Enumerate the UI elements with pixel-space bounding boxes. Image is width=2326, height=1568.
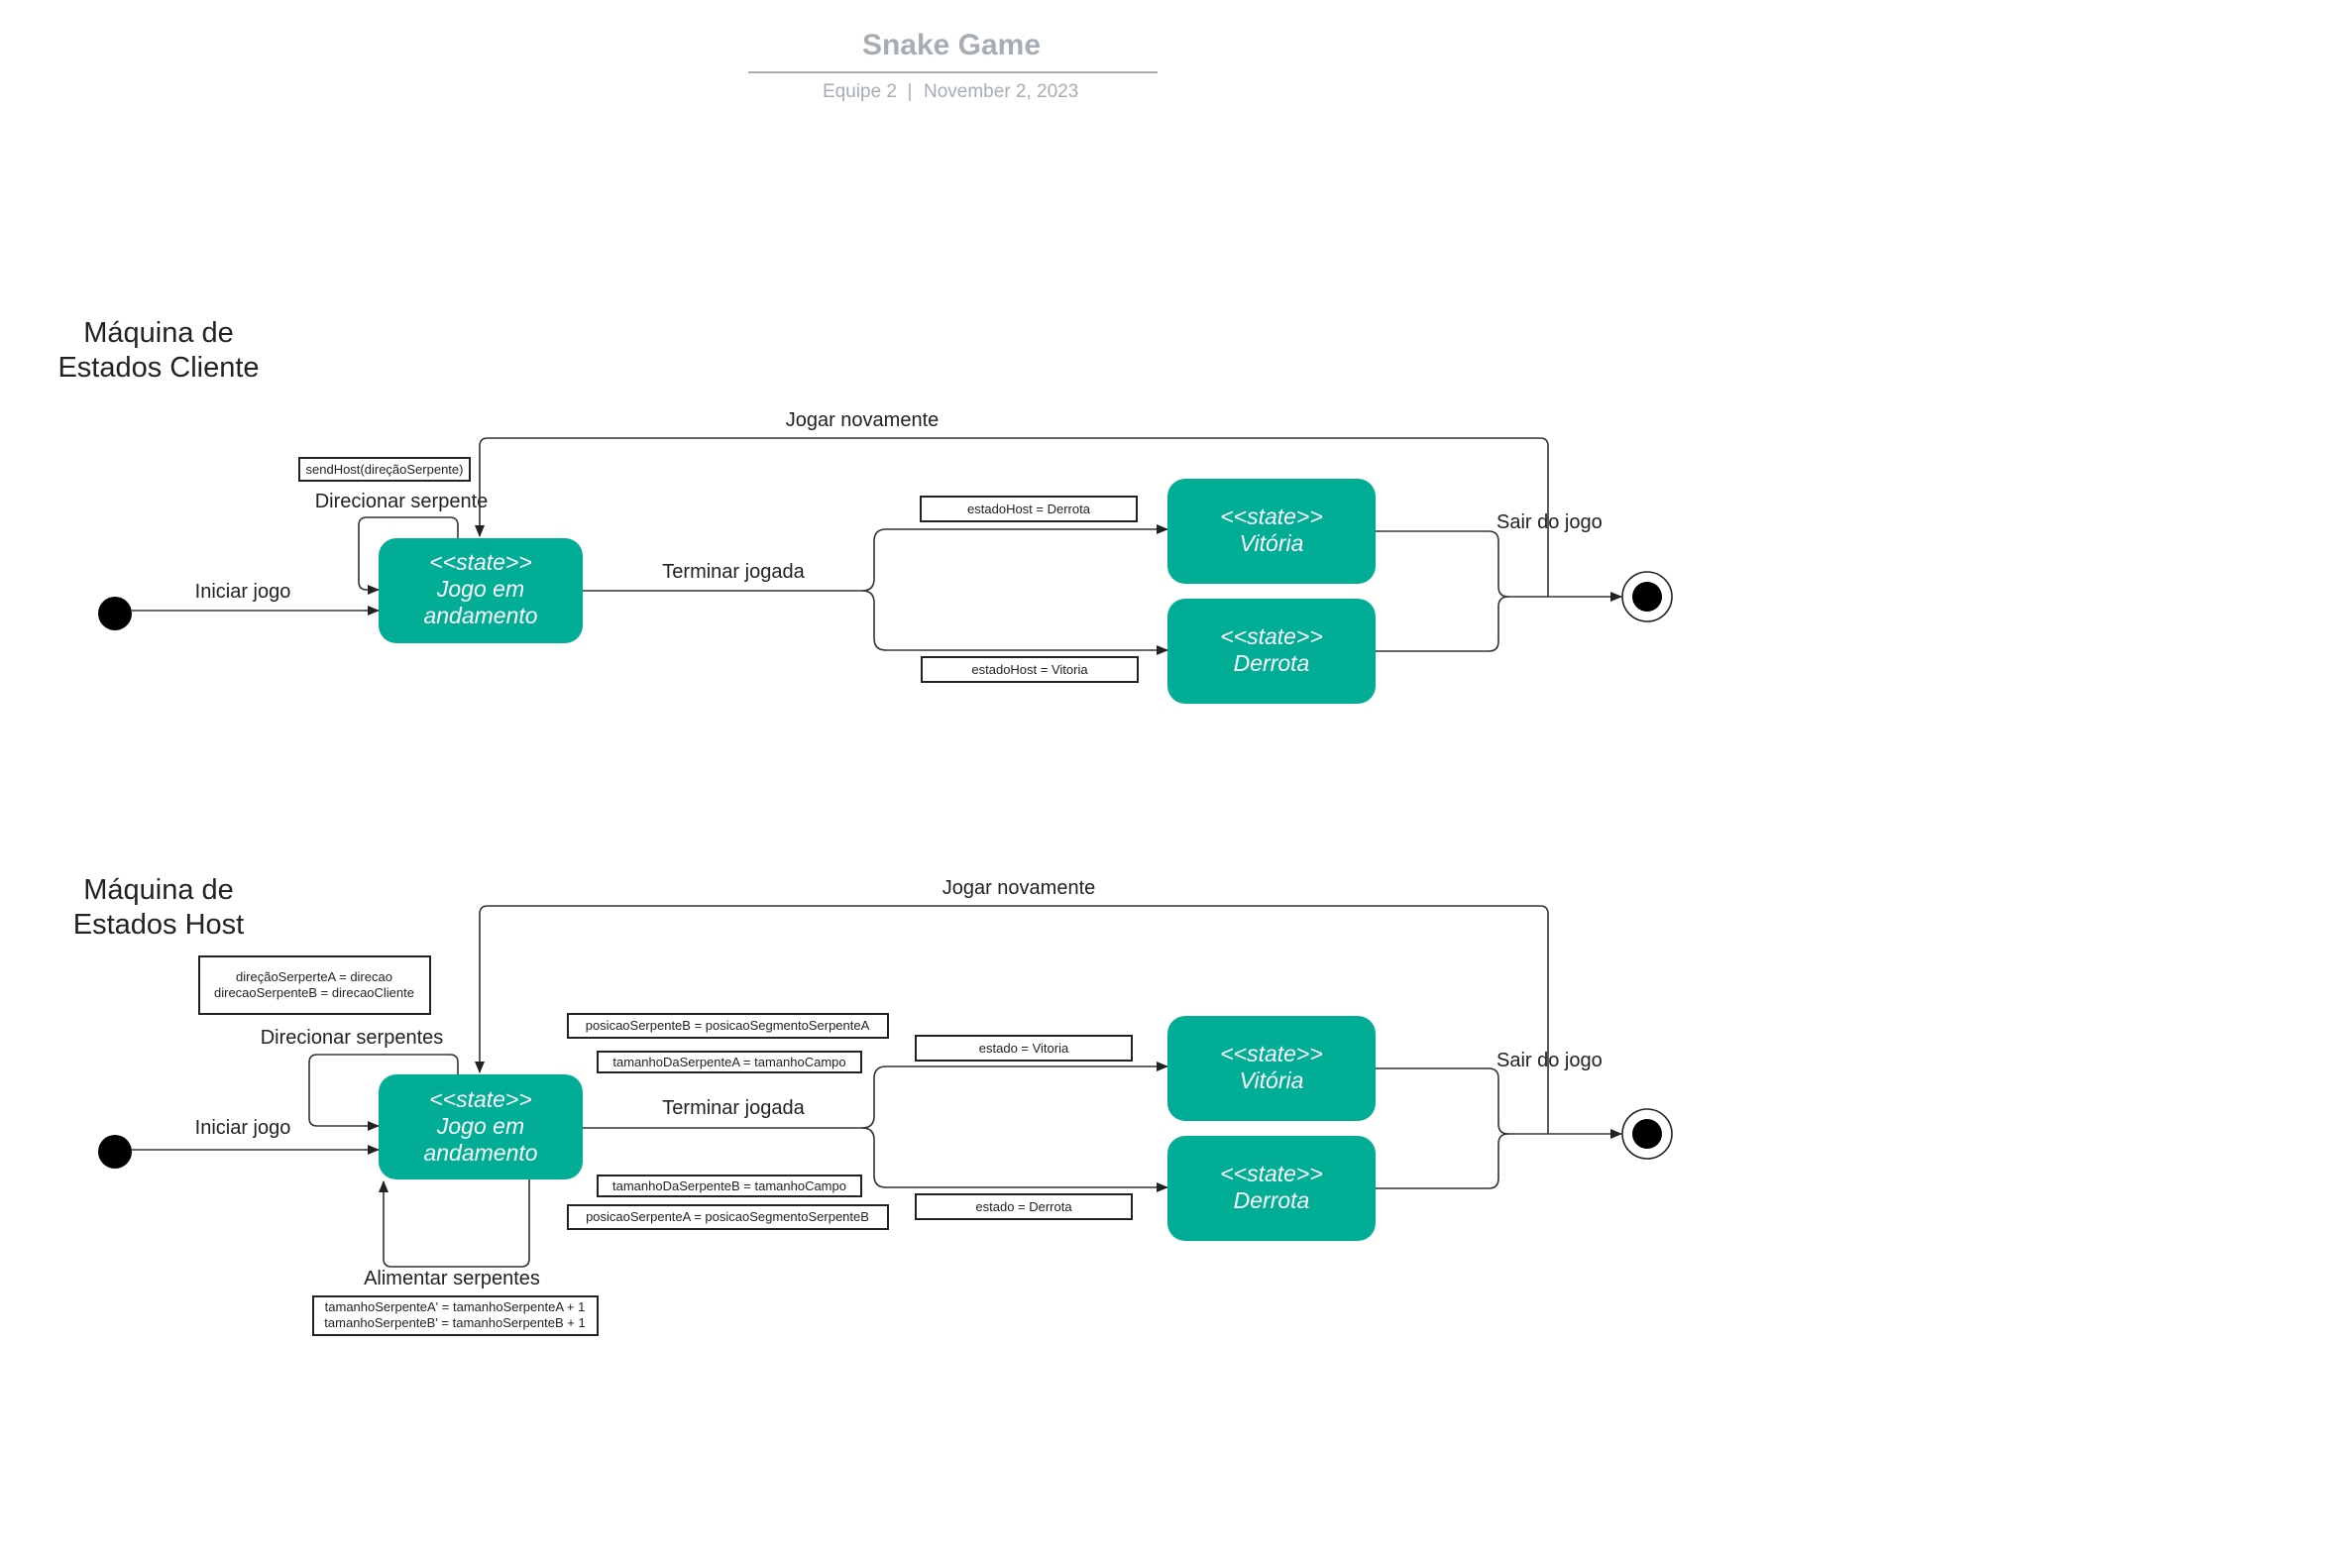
client-playing-name-line2: andamento <box>423 603 537 628</box>
client-state-victory[interactable] <box>1167 479 1376 584</box>
client-end-play-label: Terminar jogada <box>662 561 805 583</box>
client-heading-line2: Estados Cliente <box>57 352 259 384</box>
host-feed-line2: tamanhoSerpenteB' = tamanhoSerpenteB + 1 <box>324 1315 585 1330</box>
host-state-defeat-note <box>915 1193 1133 1220</box>
host-direction-note <box>198 955 431 1015</box>
client-defeat-stereotype: <<state>> <box>1220 623 1323 649</box>
host-lose-position-note <box>567 1204 889 1230</box>
client-play-again-label: Jogar novamente <box>786 409 940 431</box>
host-heading-line1: Máquina de <box>83 874 234 906</box>
client-quit-from-defeat[interactable] <box>1376 596 1509 652</box>
host-victory-name: Vitória <box>1240 1067 1304 1093</box>
client-victory-name: Vitória <box>1240 530 1304 556</box>
team-name: Equipe 2 <box>823 81 897 102</box>
host-defeat-stereotype: <<state>> <box>1220 1161 1323 1186</box>
client-state-machine: Máquina de Estados Cliente Iniciar jogo … <box>57 317 1673 704</box>
host-quit-from-victory[interactable] <box>1376 1067 1622 1139</box>
host-state-machine: Máquina de Estados Host direçãoSerperteA… <box>73 874 1673 1336</box>
client-play-again-transition[interactable] <box>475 437 1549 597</box>
host-win-size-note <box>597 1051 862 1073</box>
host-win-position-text: posicaoSerpenteB = posicaoSegmentoSerpen… <box>586 1018 870 1033</box>
host-win-size-text: tamanhoDaSerpenteA = tamanhoCampo <box>612 1055 845 1069</box>
client-end-play-branch-defeat[interactable] <box>861 590 1168 655</box>
diagram-title: Snake Game <box>862 29 1041 61</box>
host-feed-loop[interactable] <box>379 1179 530 1268</box>
host-play-again-transition[interactable] <box>475 905 1549 1134</box>
client-host-victory-text: estadoHost = Vitoria <box>971 662 1088 677</box>
client-send-host-text: sendHost(direçãoSerpente) <box>306 462 464 477</box>
client-host-victory-note <box>921 656 1139 683</box>
host-state-victory[interactable] <box>1167 1016 1376 1121</box>
host-final-node <box>1632 1119 1662 1149</box>
host-initial-node[interactable] <box>98 1135 132 1169</box>
host-quit-label: Sair do jogo <box>1496 1050 1603 1071</box>
host-playing-name-line1: Jogo em <box>436 1113 524 1139</box>
host-win-position-note <box>567 1013 889 1039</box>
client-quit-from-victory[interactable] <box>1376 530 1622 602</box>
host-direct-loop[interactable] <box>308 1054 459 1131</box>
client-host-defeat-note <box>920 496 1138 522</box>
host-state-victory-note <box>915 1035 1133 1062</box>
client-direct-loop[interactable] <box>358 516 459 595</box>
host-end-play-transition[interactable] <box>583 1062 1168 1129</box>
host-state-defeat-text: estado = Derrota <box>975 1199 1072 1214</box>
client-end-play-transition[interactable] <box>583 524 1168 592</box>
client-playing-stereotype: <<state>> <box>429 549 532 575</box>
client-final-node <box>1632 582 1662 612</box>
host-lose-size-note <box>597 1175 862 1197</box>
host-defeat-name: Derrota <box>1234 1187 1310 1213</box>
host-start-label: Iniciar jogo <box>195 1117 291 1139</box>
client-defeat-name: Derrota <box>1234 650 1310 676</box>
client-host-defeat-text: estadoHost = Derrota <box>967 502 1091 516</box>
document-date: November 2, 2023 <box>924 81 1078 102</box>
client-victory-stereotype: <<state>> <box>1220 504 1323 529</box>
client-start-label: Iniciar jogo <box>195 581 291 603</box>
host-heading-line2: Estados Host <box>73 909 244 941</box>
document-header: Snake Game Equipe 2 | November 2, 2023 <box>748 29 1158 102</box>
host-feed-label: Alimentar serpentes <box>364 1268 540 1289</box>
host-state-victory-text: estado = Vitoria <box>979 1041 1069 1056</box>
client-initial-node[interactable] <box>98 597 132 630</box>
host-quit-from-defeat[interactable] <box>1376 1133 1509 1189</box>
host-direction-line2: direcaoSerpenteB = direcaoCliente <box>214 985 414 1000</box>
host-lose-size-text: tamanhoDaSerpenteB = tamanhoCampo <box>612 1178 846 1193</box>
host-feed-note <box>312 1295 599 1336</box>
client-direct-label: Direcionar serpente <box>315 491 489 512</box>
host-direct-label: Direcionar serpentes <box>261 1027 444 1049</box>
client-playing-name-line1: Jogo em <box>436 576 524 602</box>
host-lose-position-text: posicaoSerpenteA = posicaoSegmentoSerpen… <box>586 1209 869 1224</box>
client-send-host-note <box>298 457 471 482</box>
host-play-again-label: Jogar novamente <box>942 877 1096 899</box>
host-state-defeat[interactable] <box>1167 1136 1376 1241</box>
client-state-defeat[interactable] <box>1167 599 1376 704</box>
host-playing-name-line2: andamento <box>423 1140 537 1166</box>
host-playing-stereotype: <<state>> <box>429 1086 532 1112</box>
host-end-play-branch-defeat[interactable] <box>861 1127 1168 1192</box>
client-quit-label: Sair do jogo <box>1496 511 1603 533</box>
host-direction-line1: direçãoSerperteA = direcao <box>236 969 392 984</box>
host-state-playing[interactable] <box>379 1074 583 1179</box>
host-end-play-label: Terminar jogada <box>662 1097 805 1119</box>
client-state-playing[interactable] <box>379 538 583 643</box>
host-feed-line1: tamanhoSerpenteA' = tamanhoSerpenteA + 1 <box>325 1299 586 1314</box>
host-victory-stereotype: <<state>> <box>1220 1041 1323 1066</box>
client-heading-line1: Máquina de <box>83 317 234 349</box>
header-separator: | <box>908 81 913 102</box>
